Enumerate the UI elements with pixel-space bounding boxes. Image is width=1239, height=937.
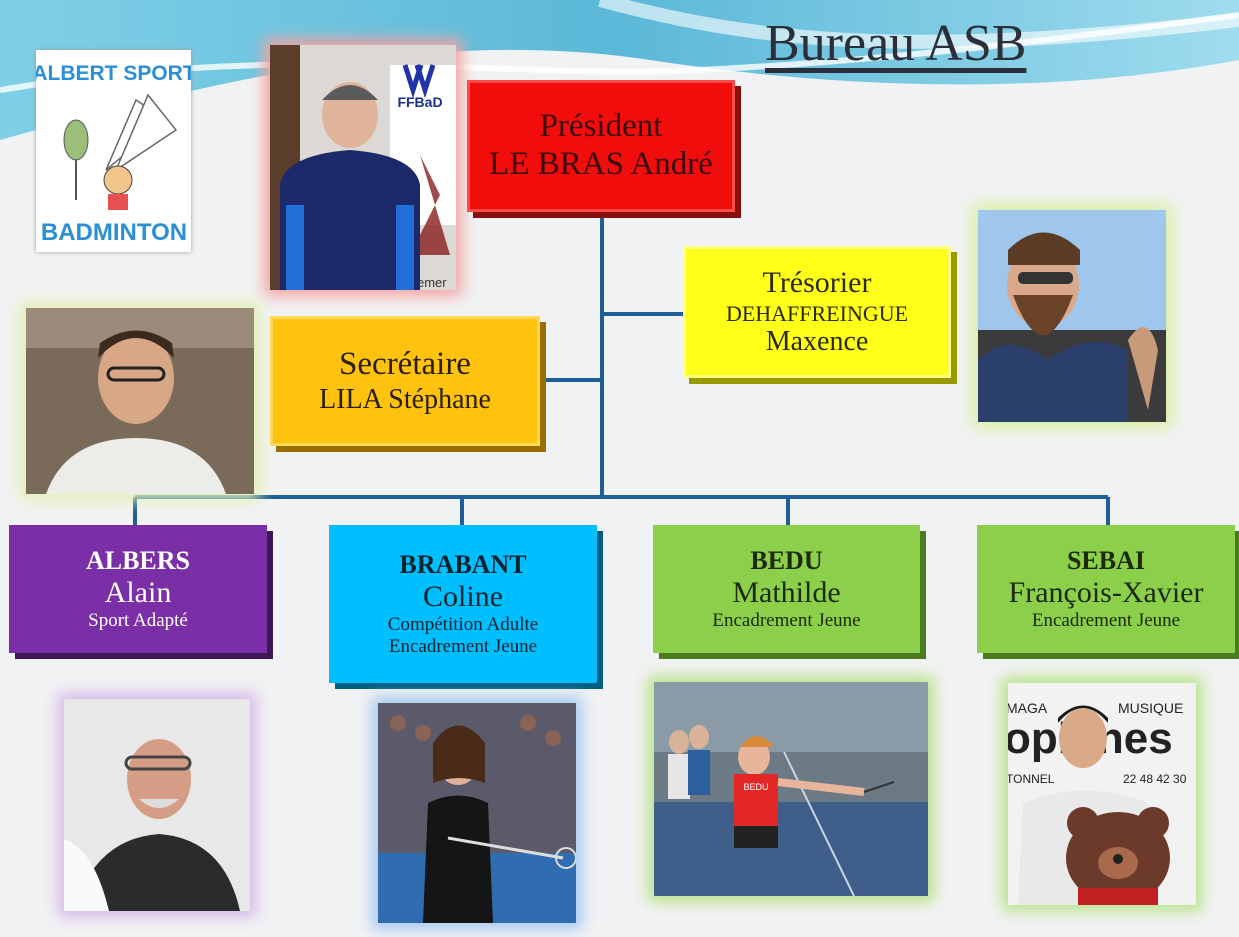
member-last-name: SEBAI [1066,545,1146,575]
bedu-photo: BEDU [654,682,928,896]
svg-text:ALBERT SPORT: ALBERT SPORT [36,62,191,85]
brabant-photo [378,703,576,923]
secretaire-photo [26,308,254,494]
member-role: Encadrement Jeune [712,610,861,632]
member-box-sebai: SEBAI François-Xavier Encadrement Jeune [977,525,1235,653]
member-first-name: Mathilde [732,575,841,609]
president-photo: FFBaD temer [270,45,456,290]
member-role: Sport Adapté [88,610,188,632]
svg-text:temer: temer [413,275,447,290]
svg-text:MAGA: MAGA [1008,700,1048,716]
member-first-name: Alain [104,575,172,609]
president-role: Président [539,108,663,145]
secretaire-role: Secrétaire [339,345,471,382]
albers-photo [64,699,250,911]
member-role: Compétition Adulte [387,614,539,636]
secretaire-name: LILA Stéphane [319,383,491,415]
svg-text:TONNEL: TONNEL [1008,772,1055,786]
club-logo: ALBERT SPORT BADMINTON [32,50,196,252]
member-last-name: BRABANT [399,549,527,579]
page-title: Bureau ASB [765,15,1027,72]
member-last-name: BEDU [750,545,823,575]
president-box: Président LE BRAS André [467,80,735,212]
member-role: Encadrement Jeune [1031,610,1181,632]
member-role-secondary: Encadrement Jeune [388,636,538,658]
svg-text:BADMINTON: BADMINTON [41,219,187,246]
svg-text:MUSIQUE: MUSIQUE [1118,700,1183,716]
member-box-albers: ALBERS Alain Sport Adapté [9,525,267,653]
member-first-name: François-Xavier [1008,575,1204,609]
president-name: LE BRAS André [489,146,713,182]
member-box-bedu: BEDU Mathilde Encadrement Jeune [653,525,920,653]
svg-text:BEDU: BEDU [743,782,768,792]
tresorier-box: Trésorier DEHAFFREINGUE Maxence [683,246,951,378]
secretaire-box: Secrétaire LILA Stéphane [270,316,540,446]
member-box-brabant: BRABANT Coline Compétition Adulte Encadr… [329,525,597,683]
svg-text:22 48 42 30: 22 48 42 30 [1123,772,1187,786]
svg-text:FFBaD: FFBaD [397,94,442,110]
tresorier-first-name: Maxence [765,325,869,357]
tresorier-last-name: DEHAFFREINGUE [725,300,909,326]
tresorier-role: Trésorier [762,266,872,299]
member-first-name: Coline [423,579,503,613]
tresorier-photo [978,210,1166,422]
member-last-name: ALBERS [85,545,191,575]
sebai-photo: MAGA MUSIQUE ophines TONNEL 22 48 42 30 [1008,683,1196,905]
